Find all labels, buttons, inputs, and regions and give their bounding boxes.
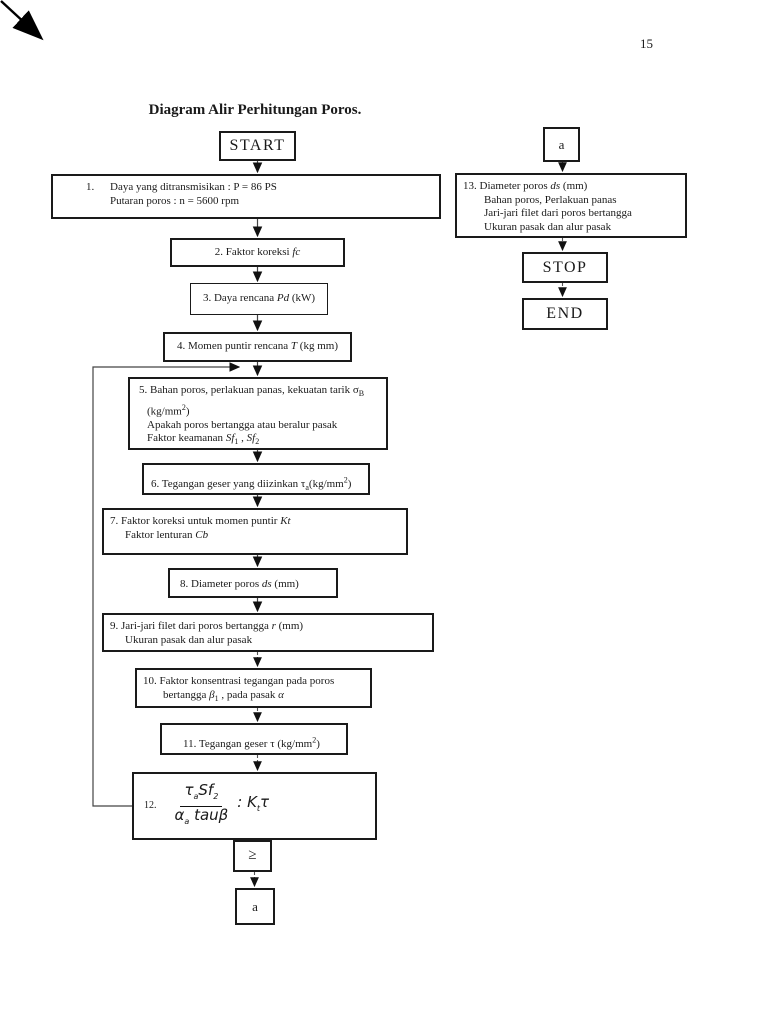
step-13-line-1: 13. Diameter poros ds (mm) bbox=[463, 180, 588, 192]
start-node: START bbox=[219, 131, 296, 161]
step-2-box: 2. Faktor koreksi fc bbox=[170, 238, 345, 267]
fraction-numerator: τaSf2 bbox=[180, 783, 223, 807]
step-3-label: 3. Daya rencana Pd (kW) bbox=[202, 292, 316, 305]
step-2-label: 2. Faktor koreksi fc bbox=[214, 245, 301, 258]
fraction-denominator: αa tauβ bbox=[174, 805, 229, 826]
step-10-line-2: bertangga β1 , pada pasak α bbox=[163, 688, 284, 703]
step-4-box: 4. Momen puntir rencana T (kg mm) bbox=[163, 332, 352, 362]
step-13-line-2: Bahan poros, Perlakuan panas bbox=[484, 193, 617, 206]
step-1-box: 1.Daya yang ditransmisikan : P = 86 PS P… bbox=[51, 174, 441, 219]
step-8-label: 8. Diameter poros ds (mm) bbox=[180, 578, 299, 590]
end-node: END bbox=[522, 298, 608, 330]
diagonal-arrow-icon bbox=[0, 0, 44, 41]
step-12-formula: 12. τaSf2 αa tauβ : Ktτ bbox=[134, 783, 270, 828]
formula-fraction: τaSf2 αa tauβ bbox=[171, 783, 233, 828]
step-4-label: 4. Momen puntir rencana T (kg mm) bbox=[176, 340, 338, 353]
decision-node: ≥ bbox=[233, 840, 272, 872]
step-1-line-1: 1.Daya yang ditransmisikan : P = 86 PS bbox=[86, 181, 277, 193]
step-10-line-1: 10. Faktor konsentrasi tegangan pada por… bbox=[143, 675, 335, 687]
step-11-label: 11. Tegangan geser τ (kg/mm2) bbox=[183, 735, 320, 750]
decision-label: ≥ bbox=[248, 847, 257, 864]
step-6-label: 6. Tegangan geser yang diizinkan τa(kg/m… bbox=[151, 475, 352, 492]
step-10-box: 10. Faktor konsentrasi tegangan pada por… bbox=[135, 668, 372, 708]
formula-comparison: : Ktτ bbox=[237, 793, 270, 814]
step-9-line-1: 9. Jari-jari filet dari poros bertangga … bbox=[110, 620, 304, 632]
end-label: END bbox=[546, 305, 584, 323]
stop-node: STOP bbox=[522, 252, 608, 283]
connector-a-top: a bbox=[543, 127, 580, 162]
step-5-line-1: 5. Bahan poros, perlakuan panas, kekuata… bbox=[139, 384, 365, 399]
step-7-line-1: 7. Faktor koreksi untuk momen puntir Kt bbox=[110, 515, 291, 527]
step-1-line-2: Putaran poros : n = 5600 rpm bbox=[110, 194, 240, 207]
step-7-line-2: Faktor lenturan Cb bbox=[125, 528, 209, 541]
step-7-box: 7. Faktor koreksi untuk momen puntir Kt … bbox=[102, 508, 408, 555]
page-title: Diagram Alir Perhitungan Poros. bbox=[148, 102, 362, 118]
step-9-box: 9. Jari-jari filet dari poros bertangga … bbox=[102, 613, 434, 652]
page-number: 15 bbox=[640, 36, 653, 51]
feedback-loop-line bbox=[92, 362, 241, 807]
connector-a-top-label: a bbox=[558, 136, 565, 152]
step-12-box: 12. τaSf2 αa tauβ : Ktτ bbox=[132, 772, 377, 840]
connector-a-bottom: a bbox=[235, 888, 275, 925]
step-13-box: 13. Diameter poros ds (mm) Bahan poros, … bbox=[455, 173, 687, 238]
step-5-box: 5. Bahan poros, perlakuan panas, kekuata… bbox=[128, 377, 388, 450]
step-9-line-2: Ukuran pasak dan alur pasak bbox=[125, 633, 253, 646]
step-11-box: 11. Tegangan geser τ (kg/mm2) bbox=[160, 723, 348, 755]
step-5-line-2: (kg/mm2) bbox=[147, 402, 190, 418]
step-12-number: 12. bbox=[144, 800, 157, 812]
step-6-box: 6. Tegangan geser yang diizinkan τa(kg/m… bbox=[142, 463, 370, 495]
step-13-line-3: Jari-jari filet dari poros bertangga bbox=[484, 207, 632, 219]
start-label: START bbox=[229, 137, 286, 155]
connector-a-bottom-label: a bbox=[252, 898, 258, 914]
step-3-box: 3. Daya rencana Pd (kW) bbox=[190, 283, 328, 315]
step-13-line-4: Ukuran pasak dan alur pasak bbox=[484, 220, 612, 233]
step-5-line-4: Faktor keamanan Sf1 , Sf2 bbox=[147, 432, 260, 447]
step-8-box: 8. Diameter poros ds (mm) bbox=[168, 568, 338, 598]
step-5-line-3: Apakah poros bertangga atau beralur pasa… bbox=[147, 418, 338, 431]
stop-label: STOP bbox=[542, 258, 588, 276]
